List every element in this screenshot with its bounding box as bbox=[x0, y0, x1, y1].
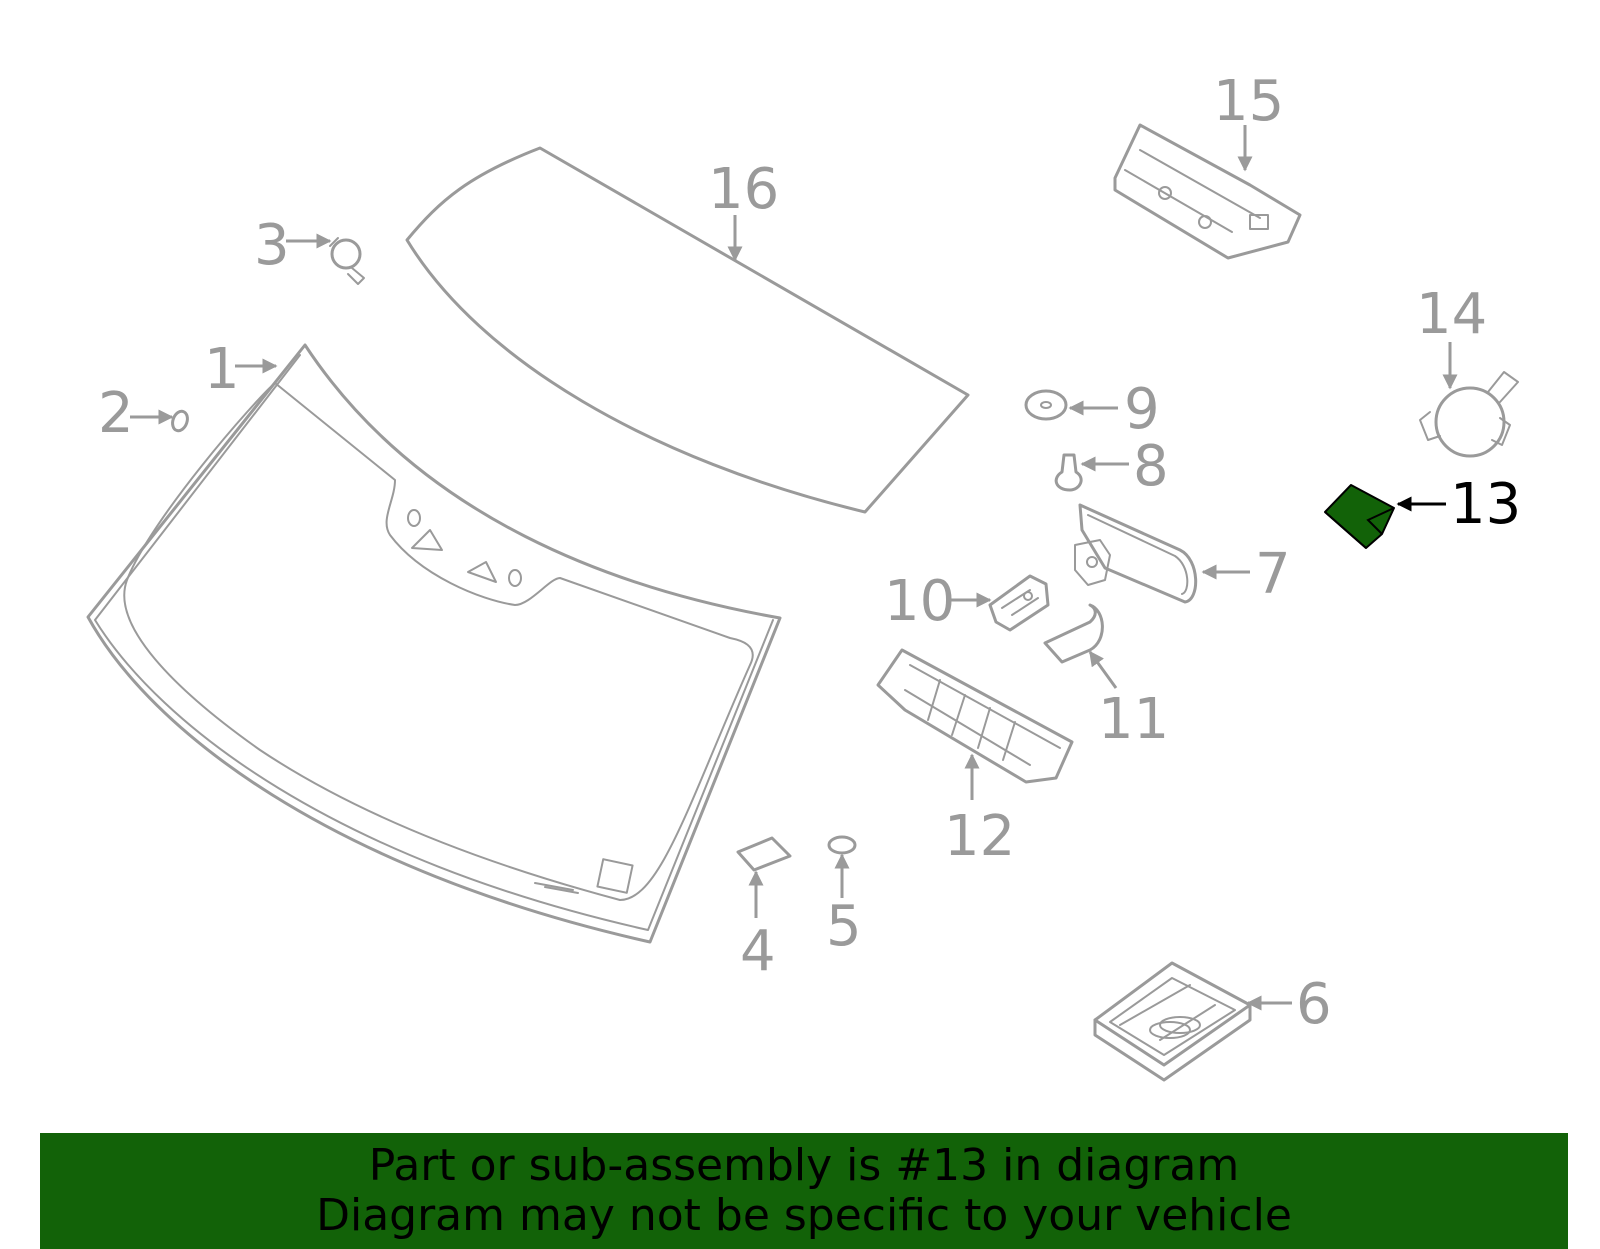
callout-16: 16 bbox=[708, 157, 779, 222]
part-16-rear-glass[interactable] bbox=[405, 146, 970, 514]
leader-lines bbox=[130, 125, 1458, 1011]
part-8-screw[interactable] bbox=[1054, 453, 1083, 492]
part-9-washer[interactable] bbox=[1024, 389, 1068, 421]
part-13-highlighted[interactable] bbox=[1324, 484, 1395, 549]
part-10-bracket[interactable] bbox=[988, 574, 1050, 632]
part-3-fastener[interactable] bbox=[329, 237, 365, 285]
callout-12: 12 bbox=[944, 804, 1015, 869]
part-1-windshield[interactable] bbox=[86, 343, 782, 944]
callout-labels: 1 2 3 4 5 6 7 8 9 10 11 12 13 14 15 16 bbox=[98, 69, 1521, 1037]
callout-11: 11 bbox=[1098, 687, 1169, 752]
part-5-grommet[interactable] bbox=[827, 835, 857, 855]
callout-2: 2 bbox=[98, 381, 134, 446]
part-14-sensor[interactable] bbox=[1419, 371, 1519, 458]
banner-line-1: Part or sub-assembly is #13 in diagram bbox=[368, 1140, 1240, 1191]
callout-1: 1 bbox=[204, 337, 240, 402]
banner-line-2: Diagram may not be specific to your vehi… bbox=[316, 1190, 1292, 1241]
info-banner: Part or sub-assembly is #13 in diagram D… bbox=[40, 1133, 1568, 1249]
callout-9: 9 bbox=[1124, 377, 1160, 442]
callout-14: 14 bbox=[1416, 282, 1487, 347]
part-12-console[interactable] bbox=[876, 648, 1074, 784]
callout-8: 8 bbox=[1133, 434, 1169, 499]
callout-10: 10 bbox=[884, 569, 955, 634]
callout-15: 15 bbox=[1213, 69, 1284, 134]
part-15-overhead-console[interactable] bbox=[1113, 123, 1302, 260]
callout-5: 5 bbox=[826, 894, 862, 959]
part-7-mirror[interactable] bbox=[1074, 503, 1198, 604]
callout-6: 6 bbox=[1296, 972, 1332, 1037]
callout-7: 7 bbox=[1255, 542, 1291, 607]
part-2-clip[interactable] bbox=[170, 409, 190, 433]
part-4-pad[interactable] bbox=[736, 836, 792, 872]
part-11-cover[interactable] bbox=[1043, 603, 1104, 664]
callout-13: 13 bbox=[1450, 472, 1521, 537]
part-6-kit[interactable] bbox=[1093, 961, 1252, 1082]
callout-3: 3 bbox=[254, 213, 290, 278]
callout-4: 4 bbox=[740, 919, 776, 984]
